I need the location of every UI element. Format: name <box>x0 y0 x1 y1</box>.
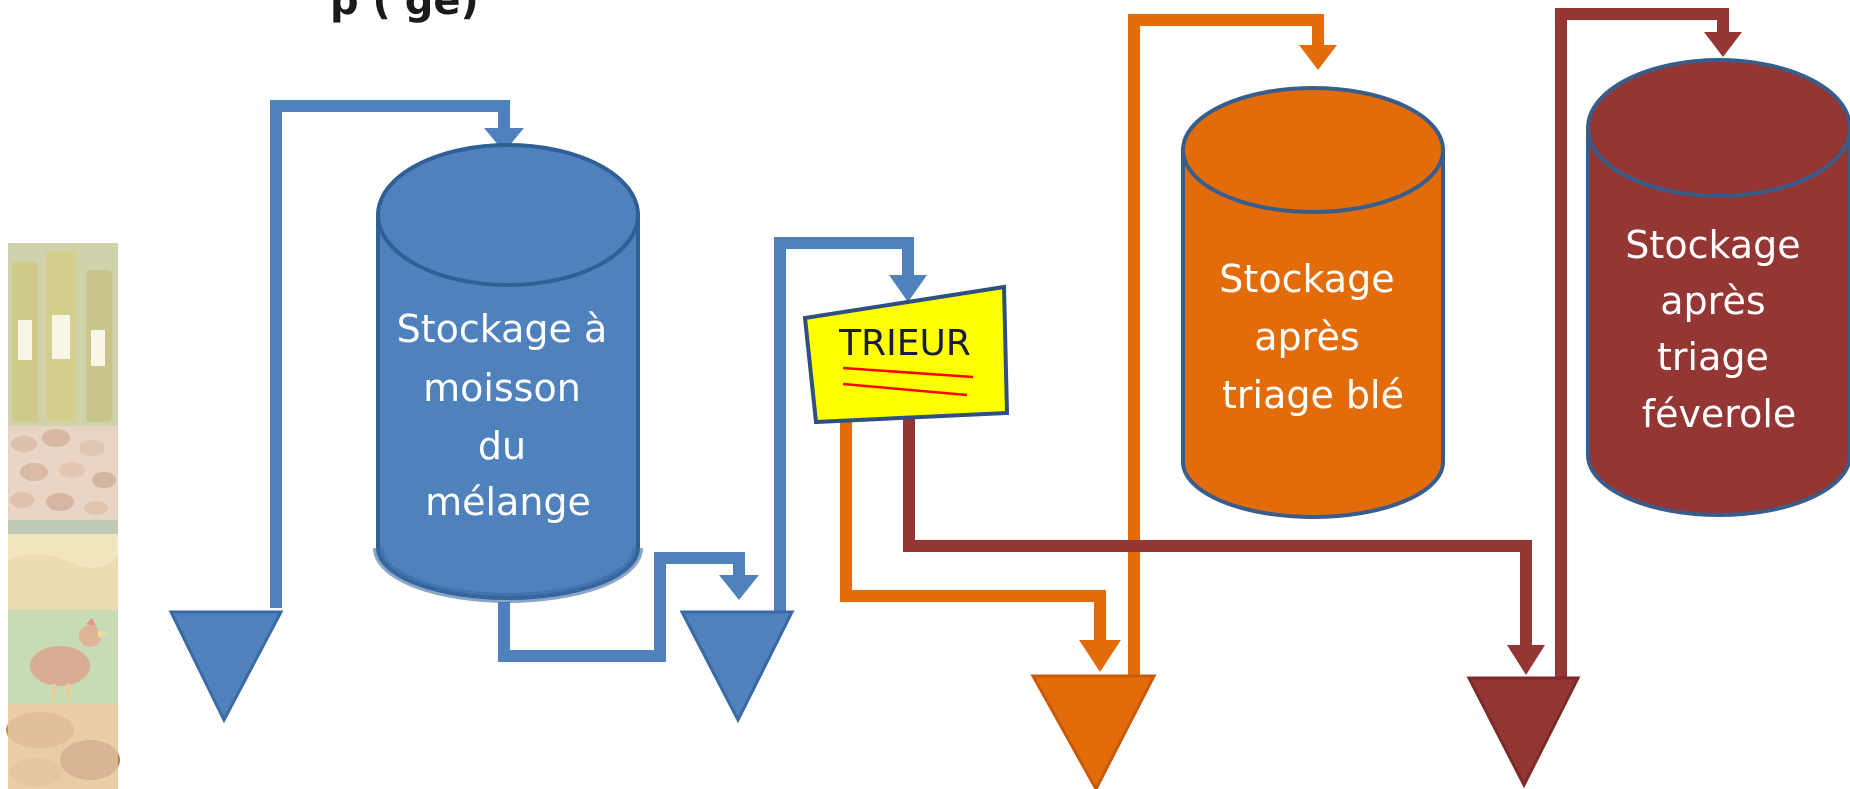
cylinder-feverole: Stockage après triage féverole <box>1586 58 1850 517</box>
trieur-label: TRIEUR <box>838 323 971 364</box>
trieur-red-line-2 <box>842 382 968 397</box>
cylinder-feverole-line-3: triage <box>1657 335 1769 379</box>
orange-conveyor-trieur-to-hopper <box>840 422 1106 648</box>
blue-conveyor-hopper-to-trieur <box>774 237 914 612</box>
cylinder-melange-line-2: moisson <box>423 366 581 410</box>
blue-conveyor-melange-to-hopper <box>498 552 745 662</box>
title-fragment: p ( ge) <box>330 0 479 24</box>
cylinder-feverole-line-1: Stockage <box>1625 223 1800 267</box>
arrow-down-to-feverole-icon <box>1704 32 1742 57</box>
output-hopper-ble <box>1030 674 1157 789</box>
cylinder-melange-label: Stockage à moisson du mélange <box>397 307 620 524</box>
cylinder-melange-line-3: du <box>478 424 526 468</box>
arrow-down-darkred-hopper-icon <box>1507 645 1545 675</box>
cylinder-ble-line-3: triage blé <box>1222 373 1404 417</box>
cylinder-ble-line-2: après <box>1254 315 1359 359</box>
arrow-down-to-trieur-icon <box>889 275 927 302</box>
arrow-down-to-hopper-icon <box>719 575 759 600</box>
intake-hopper-left <box>168 610 284 724</box>
arrow-down-to-melange-icon <box>484 128 524 152</box>
blue-conveyor-to-melange <box>270 100 510 608</box>
trieur-machine: TRIEUR <box>802 284 1010 425</box>
cylinder-ble: Stockage après triage blé <box>1181 86 1445 519</box>
trieur-red-line-1 <box>842 366 974 379</box>
cylinder-melange-line-1: Stockage à <box>397 307 608 351</box>
cylinder-melange: Stockage à moisson du mélange <box>373 143 643 603</box>
side-photo-strip <box>6 243 120 789</box>
cylinder-feverole-line-2: après <box>1660 279 1765 323</box>
darkred-conveyor-to-feverole <box>1555 8 1729 682</box>
intake-hopper-middle <box>679 610 795 724</box>
orange-conveyor-to-ble <box>1128 14 1324 682</box>
darkred-conveyor-trieur-to-hopper <box>903 418 1532 652</box>
cylinder-feverole-label: Stockage après triage féverole <box>1625 223 1812 436</box>
cylinder-ble-label: Stockage après triage blé <box>1219 257 1406 417</box>
arrow-down-to-ble-icon <box>1299 45 1337 70</box>
cylinder-feverole-line-4: féverole <box>1642 392 1797 436</box>
arrow-down-orange-hopper-icon <box>1079 640 1121 672</box>
cylinder-ble-line-1: Stockage <box>1219 257 1394 301</box>
cylinder-melange-line-4: mélange <box>425 480 591 524</box>
output-hopper-feverole <box>1466 676 1581 789</box>
